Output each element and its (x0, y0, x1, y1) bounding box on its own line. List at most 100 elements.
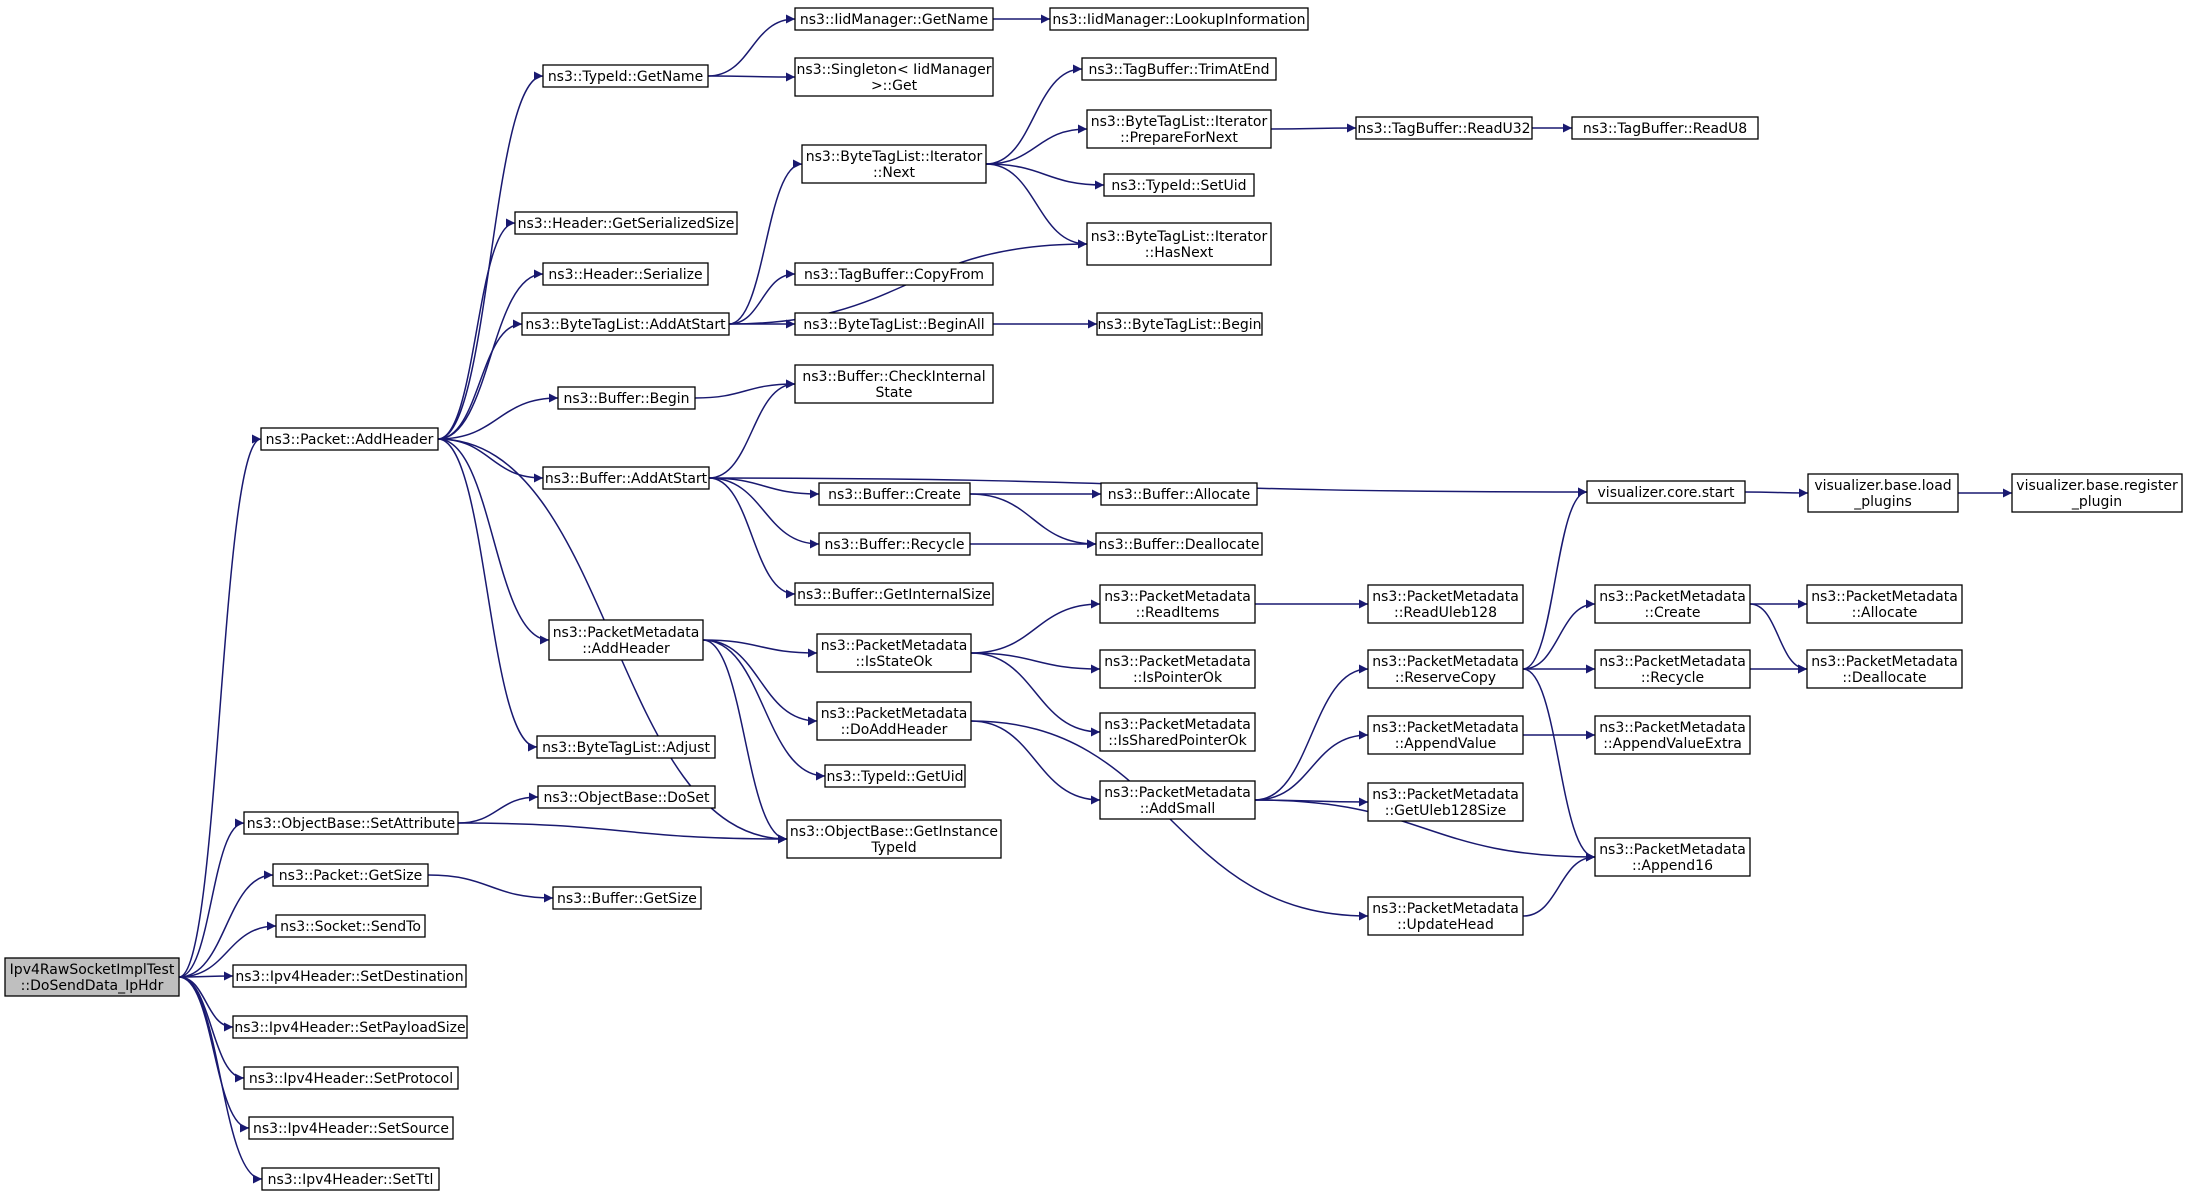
node-label: ns3::PacketMetadata (1104, 589, 1251, 605)
node-label: ns3::PacketMetadata (1104, 717, 1251, 733)
node-box (794, 57, 994, 97)
node-ip_setsource[interactable]: ns3::Ipv4Header::SetSource (248, 1116, 454, 1140)
node-label: ns3::PacketMetadata (1599, 654, 1746, 670)
node-iid_lookup[interactable]: ns3::IidManager::LookupInformation (1049, 7, 1309, 31)
node-pm_readuleb128[interactable]: ns3::PacketMetadata::ReadUleb128 (1367, 584, 1524, 624)
node-tb_readu8[interactable]: ns3::TagBuffer::ReadU8 (1571, 116, 1759, 140)
edge-typeid_getname-to-singleton_get (707, 72, 796, 82)
node-box (1571, 116, 1759, 140)
node-label: ns3::Header::GetSerializedSize (518, 216, 735, 232)
node-box (816, 701, 972, 741)
node-btl_iter_hasnext[interactable]: ns3::ByteTagList::Iterator::HasNext (1086, 222, 1272, 266)
node-label: ns3::TypeId::GetUid (826, 769, 963, 785)
node-tb_copyfrom[interactable]: ns3::TagBuffer::CopyFrom (794, 262, 994, 286)
node-label: ns3::Buffer::CheckInternal (802, 369, 985, 385)
node-pkt_getsize[interactable]: ns3::Packet::GetSize (272, 863, 429, 887)
node-box (1594, 715, 1751, 755)
node-typeid_setuid[interactable]: ns3::TypeId::SetUid (1103, 173, 1255, 197)
node-pm_getuleb128size[interactable]: ns3::PacketMetadata::GetUleb128Size (1367, 782, 1524, 822)
edge-pkt_addheader-to-btl_adjust (437, 438, 538, 752)
node-pm_create[interactable]: ns3::PacketMetadata::Create (1594, 584, 1751, 624)
node-buf_recycle[interactable]: ns3::Buffer::Recycle (818, 532, 971, 556)
node-label: ns3::ByteTagList::Iterator (1091, 114, 1268, 130)
node-pm_recycle[interactable]: ns3::PacketMetadata::Recycle (1594, 649, 1751, 689)
node-pm_deallocate[interactable]: ns3::PacketMetadata::Deallocate (1806, 649, 1963, 689)
node-btl_beginall[interactable]: ns3::ByteTagList::BeginAll (794, 312, 994, 336)
node-box (1594, 584, 1751, 624)
node-pm_readitems[interactable]: ns3::PacketMetadata::ReadItems (1099, 584, 1256, 624)
node-label: ns3::Ipv4Header::SetDestination (235, 969, 463, 985)
node-box (1099, 649, 1256, 689)
node-pm_addsmall[interactable]: ns3::PacketMetadata::AddSmall (1099, 780, 1256, 820)
node-label: ns3::PacketMetadata (1372, 720, 1519, 736)
node-pm_issharedptrok[interactable]: ns3::PacketMetadata::IsSharedPointerOk (1099, 712, 1256, 752)
node-box (794, 262, 994, 286)
node-vis_register_plugin[interactable]: visualizer.base.register_plugin (2011, 473, 2183, 513)
edge-pm_addsmall-to-pm_append16 (1254, 799, 1596, 862)
node-label: ns3::TagBuffer::ReadU8 (1583, 121, 1747, 137)
node-label: ns3::ByteTagList::Iterator (806, 149, 983, 165)
node-pkt_addheader[interactable]: ns3::Packet::AddHeader (260, 427, 439, 451)
node-pm_updatehead[interactable]: ns3::PacketMetadata::UpdateHead (1367, 896, 1524, 936)
node-pm_ispointerok[interactable]: ns3::PacketMetadata::IsPointerOk (1099, 649, 1256, 689)
node-root[interactable]: Ipv4RawSocketImplTest::DoSendData_IpHdr (4, 957, 180, 997)
node-buf_allocate[interactable]: ns3::Buffer::Allocate (1100, 482, 1258, 506)
node-label: ns3::ObjectBase::DoSet (544, 790, 710, 806)
node-label: ns3::ObjectBase::GetInstance (790, 824, 998, 840)
node-buf_begin[interactable]: ns3::Buffer::Begin (557, 386, 696, 410)
node-ip_setproto[interactable]: ns3::Ipv4Header::SetProtocol (243, 1066, 459, 1090)
node-btl_begin[interactable]: ns3::ByteTagList::Begin (1096, 312, 1263, 336)
node-pm_append16[interactable]: ns3::PacketMetadata::Append16 (1594, 837, 1751, 877)
node-singleton_get[interactable]: ns3::Singleton< IidManager >::Get (794, 57, 994, 97)
node-box (1096, 312, 1263, 336)
node-sock_sendto[interactable]: ns3::Socket::SendTo (275, 914, 426, 938)
node-buf_addatstart[interactable]: ns3::Buffer::AddAtStart (542, 466, 710, 490)
node-typeid_getuid[interactable]: ns3::TypeId::GetUid (824, 764, 966, 788)
node-obj_doset[interactable]: ns3::ObjectBase::DoSet (537, 785, 716, 809)
node-pm_doaddheader[interactable]: ns3::PacketMetadata::DoAddHeader (816, 701, 972, 741)
node-hdr_getsersize[interactable]: ns3::Header::GetSerializedSize (514, 211, 738, 235)
node-ip_setpayload[interactable]: ns3::Ipv4Header::SetPayloadSize (232, 1015, 468, 1039)
node-label: ns3::Ipv4Header::SetSource (253, 1121, 449, 1137)
node-buf_getsize[interactable]: ns3::Buffer::GetSize (552, 886, 702, 910)
node-ip_setdest[interactable]: ns3::Ipv4Header::SetDestination (232, 964, 467, 988)
node-obj_setattr[interactable]: ns3::ObjectBase::SetAttribute (243, 811, 459, 835)
node-box (1086, 109, 1272, 149)
node-label: ::Append16 (1632, 858, 1713, 874)
node-hdr_serialize[interactable]: ns3::Header::Serialize (542, 262, 709, 286)
node-tb_readu32[interactable]: ns3::TagBuffer::ReadU32 (1355, 116, 1533, 140)
node-buf_deallocate[interactable]: ns3::Buffer::Deallocate (1095, 532, 1263, 556)
node-label: ns3::Buffer::GetInternalSize (797, 587, 991, 603)
node-typeid_getname[interactable]: ns3::TypeId::GetName (542, 64, 709, 88)
node-box (536, 735, 716, 759)
node-label: ::IsStateOk (855, 654, 933, 670)
node-btl_iter_next[interactable]: ns3::ByteTagList::Iterator::Next (801, 144, 987, 184)
node-label: _plugins (1853, 494, 1912, 510)
node-buf_create[interactable]: ns3::Buffer::Create (818, 482, 971, 506)
node-pm_isstateok[interactable]: ns3::PacketMetadata::IsStateOk (816, 633, 972, 673)
node-btl_adjust[interactable]: ns3::ByteTagList::Adjust (536, 735, 716, 759)
node-pm_addheader[interactable]: ns3::PacketMetadata::AddHeader (548, 619, 704, 661)
node-pm_appendvalue[interactable]: ns3::PacketMetadata::AppendValue (1367, 715, 1524, 755)
node-tb_trimatend[interactable]: ns3::TagBuffer::TrimAtEnd (1081, 57, 1277, 81)
node-buf_getinternalsize[interactable]: ns3::Buffer::GetInternalSize (794, 582, 994, 606)
edge-pm_isstateok-to-pm_ispointerok (970, 652, 1101, 674)
node-label: ns3::PacketMetadata (821, 706, 968, 722)
node-box (232, 1015, 468, 1039)
node-ip_setttl[interactable]: ns3::Ipv4Header::SetTtl (261, 1167, 440, 1191)
node-btl_addatstart[interactable]: ns3::ByteTagList::AddAtStart (521, 312, 730, 336)
node-box (1367, 896, 1524, 936)
node-btl_iter_prepare[interactable]: ns3::ByteTagList::Iterator::PrepareForNe… (1086, 109, 1272, 149)
edge-pm_addheader-to-pm_doaddheader (702, 639, 818, 726)
node-pm_reservecopy[interactable]: ns3::PacketMetadata::ReserveCopy (1367, 649, 1524, 689)
node-vis_core_start[interactable]: visualizer.core.start (1586, 480, 1746, 504)
node-pm_appendvalueextra[interactable]: ns3::PacketMetadata::AppendValueExtra (1594, 715, 1751, 755)
node-iid_getname[interactable]: ns3::IidManager::GetName (794, 7, 994, 31)
edge-buf_create-to-buf_deallocate (969, 493, 1097, 549)
node-label: ns3::Socket::SendTo (280, 919, 421, 935)
node-vis_load_plugins[interactable]: visualizer.base.load_plugins (1807, 473, 1959, 513)
node-pm_allocate[interactable]: ns3::PacketMetadata::Allocate (1806, 584, 1963, 624)
